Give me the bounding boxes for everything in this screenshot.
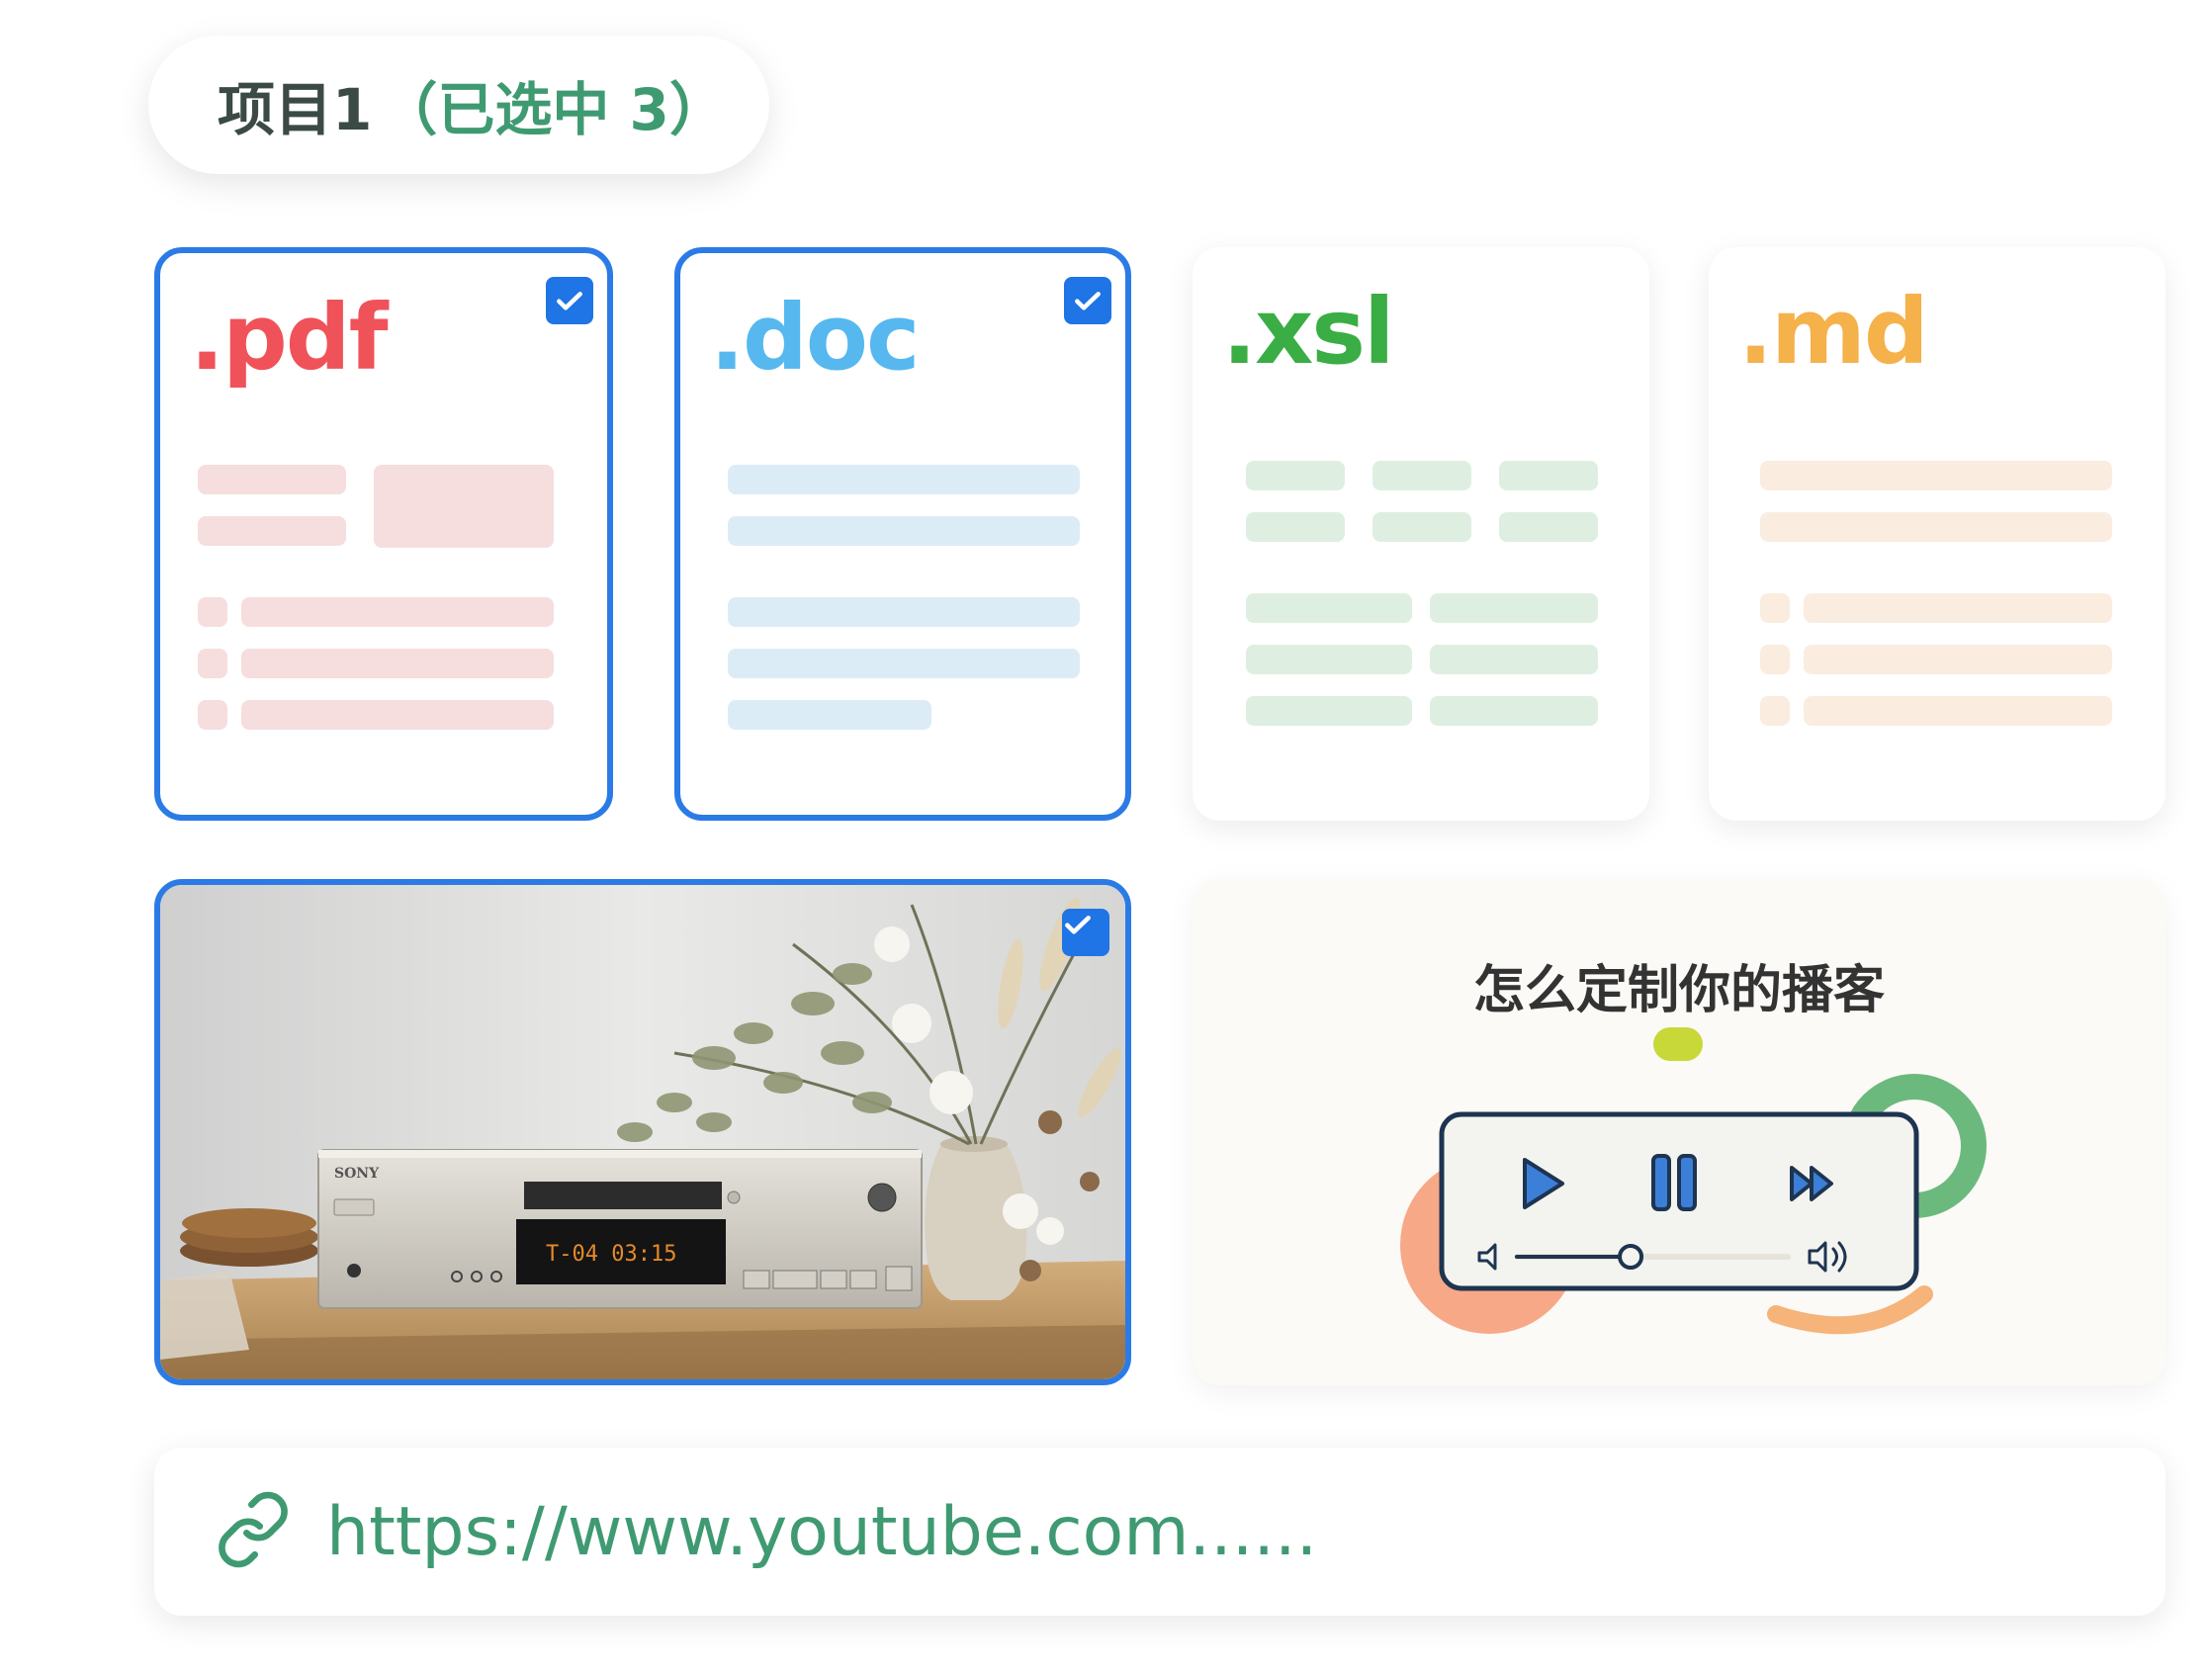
device-display-readout: T-04 03:15 [546, 1242, 676, 1267]
file-extension: .md [1738, 279, 1929, 385]
link-icon [214, 1490, 293, 1573]
pause-icon [1651, 1154, 1671, 1211]
file-extension: .doc [710, 285, 921, 391]
file-card-md[interactable]: .md [1709, 247, 2166, 821]
volume-low-icon [1477, 1243, 1497, 1271]
volume-slider-knob [1618, 1244, 1644, 1270]
link-url[interactable]: https://www.youtube.com...... [326, 1492, 1318, 1571]
selection-count: （已选中 3） [380, 76, 727, 143]
podcast-title: 怎么定制你的播客 [1472, 961, 1885, 1020]
link-input-bar[interactable]: https://www.youtube.com...... [154, 1448, 2166, 1616]
volume-high-icon [1808, 1241, 1827, 1273]
podcast-card[interactable]: 怎么定制你的播客 [1193, 879, 2166, 1385]
project-header-pill[interactable]: 项目1 （已选中 3） [148, 36, 769, 174]
file-card-doc[interactable]: .doc [674, 247, 1131, 821]
checkbox-checked-icon[interactable] [1064, 277, 1111, 324]
device-brand-label: SONY [334, 1166, 380, 1182]
cd-player-photo: SONY T-04 03:15 [160, 885, 1125, 1379]
file-card-xsl[interactable]: .xsl [1193, 247, 1649, 821]
play-icon [1523, 1158, 1564, 1209]
fast-forward-icon [1790, 1166, 1833, 1201]
checkbox-checked-icon[interactable] [1062, 909, 1109, 956]
image-card-cd-player[interactable]: SONY T-04 03:15 [154, 879, 1131, 1385]
project-title: 项目1 [218, 76, 373, 143]
podcast-player-illustration [1400, 1027, 1987, 1335]
checkbox-checked-icon[interactable] [546, 277, 593, 324]
file-extension: .pdf [190, 285, 389, 391]
file-extension: .xsl [1222, 279, 1395, 385]
file-card-pdf[interactable]: .pdf [154, 247, 613, 821]
